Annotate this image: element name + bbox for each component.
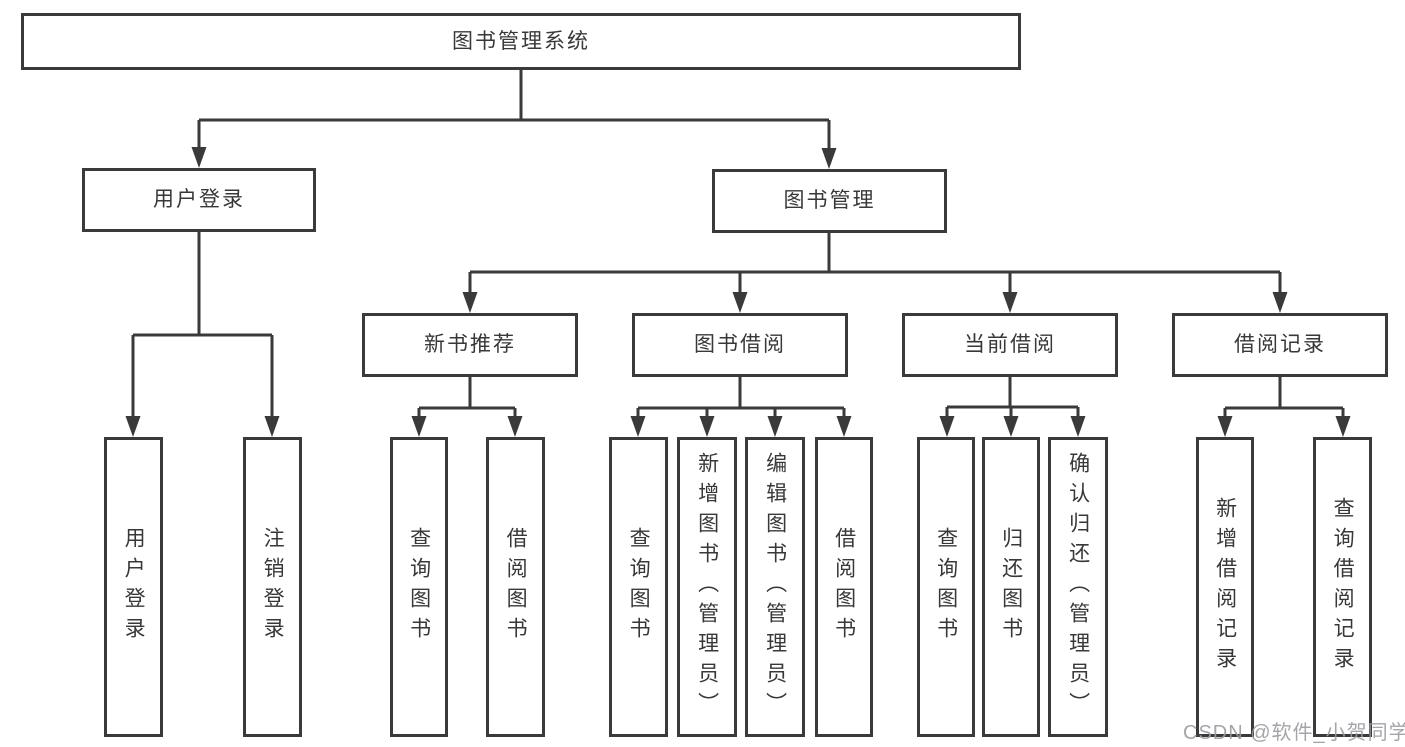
node-add-books-admin: 新增图书（管理员） [677,437,737,737]
connector-book-borrowing-to-children [636,377,846,429]
arrowheads [125,147,1351,437]
node-query-books-recommend: 查询图书 [390,437,448,737]
csdn-watermark: CSDN @软件_小贺同学 [1183,722,1405,744]
node-return-books: 归还图书 [982,437,1040,737]
node-book-borrowing: 图书借阅 [632,313,848,377]
node-current-borrowing: 当前借阅 [902,313,1118,377]
connector-user-login-to-children [131,232,274,429]
connector-book-management-to-modules [468,233,1282,305]
node-book-management-branch: 图书管理 [712,169,947,233]
node-query-books-current: 查询图书 [917,437,975,737]
connector-borrowing-records-to-children [1223,377,1345,429]
node-confirm-return-admin: 确认归还（管理员） [1048,437,1108,737]
node-borrow-books-recommend: 借阅图书 [486,437,545,737]
node-library-system: 图书管理系统 [21,13,1021,70]
node-user-login-action: 用户登录 [104,437,163,737]
node-edit-books-admin: 编辑图书（管理员） [745,437,805,737]
node-add-borrow-record: 新增借阅记录 [1196,437,1254,737]
node-borrowing-records: 借阅记录 [1172,313,1388,377]
connector-root-to-branches [197,70,831,161]
node-borrow-books-borrowing: 借阅图书 [815,437,873,737]
node-new-book-recommendation: 新书推荐 [362,313,578,377]
node-query-books-borrowing: 查询图书 [609,437,668,737]
node-query-borrow-record: 查询借阅记录 [1313,437,1372,737]
node-user-login-branch: 用户登录 [82,168,316,232]
connector-new-book-recommendation-to-children [417,377,517,429]
node-logout-action: 注销登录 [243,437,302,737]
